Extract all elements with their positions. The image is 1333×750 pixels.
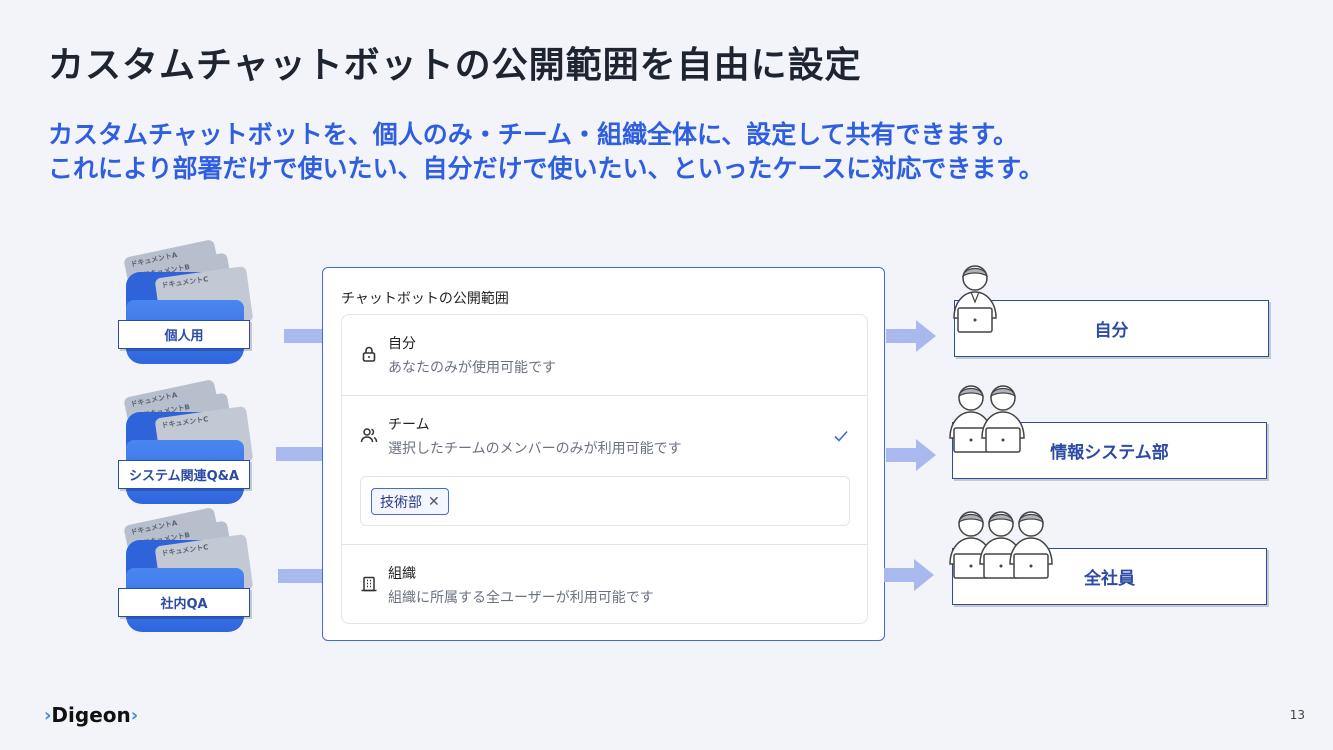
users-icon — [360, 428, 378, 443]
slide-subtitle: カスタムチャットボットを、個人のみ・チーム・組織全体に、設定して共有できます。 … — [48, 118, 1044, 186]
check-icon — [834, 430, 848, 442]
option-self[interactable]: 自分 あなたのみが使用可能です — [342, 315, 867, 395]
subtitle-line-1: カスタムチャットボットを、個人のみ・チーム・組織全体に、設定して共有できます。 — [48, 120, 1019, 149]
folder-label: 個人用 — [118, 320, 250, 349]
arrow-right-icon — [884, 559, 934, 591]
folder-label: 社内QA — [118, 588, 250, 617]
building-icon — [361, 576, 377, 592]
visibility-options: 自分 あなたのみが使用可能です チーム 選択したチームのメンバーのみが利用可能で… — [341, 314, 868, 624]
option-desc: 組織に所属する全ユーザーが利用可能です — [388, 590, 654, 606]
connector-bar — [278, 569, 322, 583]
option-name: 組織 — [388, 566, 416, 582]
option-desc: あなたのみが使用可能です — [388, 360, 556, 376]
team-people-icon — [949, 385, 1025, 453]
option-name: 自分 — [388, 336, 416, 352]
visibility-panel: チャットボットの公開範囲 自分 あなたのみが使用可能です チーム 選択したチーム… — [322, 267, 885, 641]
arrow-right-icon — [886, 439, 936, 471]
remove-tag-icon[interactable]: ✕ — [428, 493, 440, 510]
slide-title: カスタムチャットボットの公開範囲を自由に設定 — [48, 45, 862, 86]
team-tag-label: 技術部 — [380, 494, 422, 511]
logo-text: Digeon — [51, 703, 131, 727]
option-team[interactable]: チーム 選択したチームのメンバーのみが利用可能です 技術部 ✕ — [342, 396, 867, 544]
folder-personal: ドキュメントA ドキュメントB ドキュメントC 個人用 — [118, 239, 268, 368]
subtitle-line-2: これにより部署だけで使いたい、自分だけで使いたい、といったケースに対応できます。 — [48, 154, 1044, 183]
folder-internal-qa: ドキュメントA ドキュメントB ドキュメントC 社内QA — [118, 507, 268, 636]
option-organization[interactable]: 組織 組織に所属する全ユーザーが利用可能です — [342, 545, 867, 625]
team-select-input[interactable]: 技術部 ✕ — [360, 476, 850, 526]
option-desc: 選択したチームのメンバーのみが利用可能です — [388, 441, 682, 457]
person-laptop-icon — [953, 265, 997, 333]
page-number: 13 — [1289, 708, 1305, 722]
chevron-right-icon: › — [44, 704, 52, 726]
connector-bar — [276, 447, 322, 461]
company-people-icon — [949, 511, 1053, 579]
divider — [342, 544, 867, 545]
divider — [342, 395, 867, 396]
folder-label: システム関連Q&A — [118, 460, 250, 489]
digeon-logo: › Digeon › — [44, 703, 138, 727]
chevron-right-icon: › — [130, 704, 139, 726]
option-name: チーム — [388, 417, 430, 433]
team-tag: 技術部 ✕ — [371, 488, 449, 515]
arrow-right-icon — [886, 320, 936, 352]
folder-system-qa: ドキュメントA ドキュメントB ドキュメントC システム関連Q&A — [118, 379, 268, 508]
panel-title: チャットボットの公開範囲 — [341, 291, 509, 307]
lock-icon — [362, 346, 376, 362]
connector-bar — [284, 329, 322, 343]
target-self: 自分 — [954, 300, 1269, 357]
